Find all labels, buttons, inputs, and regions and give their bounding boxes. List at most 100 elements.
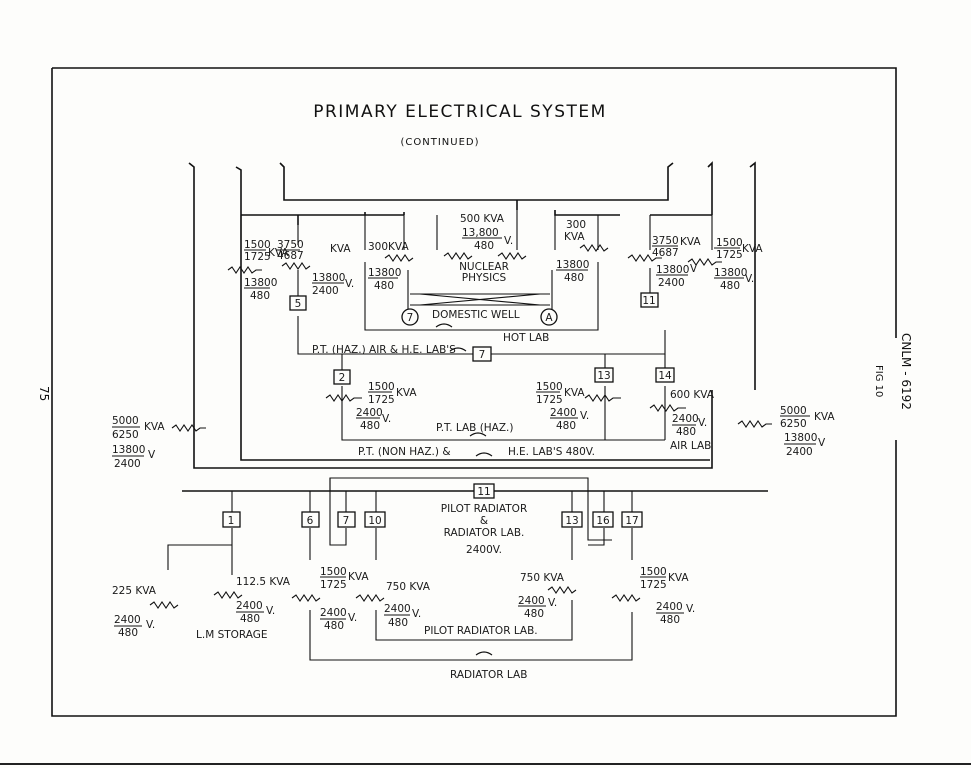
label: 480 [388, 617, 408, 629]
label: 1500 [320, 566, 347, 578]
label: 480 [374, 280, 394, 292]
label: PHYSICS [462, 272, 507, 284]
label: H.E. LAB'S 480V. [508, 446, 595, 458]
feeder-box-label: 13 [565, 515, 578, 527]
label: 480 [660, 614, 680, 626]
label: RADIATOR LAB [450, 669, 527, 681]
upper-bus [240, 200, 713, 250]
label: P.T. (HAZ.) AIR & H.E. LAB'S [312, 344, 456, 356]
label: 1500 [536, 381, 563, 393]
label: KVA [564, 231, 585, 243]
label: 2400 [658, 277, 685, 289]
label: 480 [556, 420, 576, 432]
label: 3750 [277, 239, 304, 251]
feeder-box-label: 17 [625, 515, 638, 527]
label: V. [548, 597, 557, 609]
label: KVA [348, 571, 369, 583]
feeder-box [640, 292, 659, 308]
label: 13800 [784, 432, 817, 444]
label: 750 KVA [386, 581, 431, 593]
label: KVA [144, 421, 165, 433]
label: V [148, 449, 156, 461]
label: RADIATOR LAB. [444, 527, 525, 539]
label: 4687 [277, 250, 304, 262]
label: 480 [324, 620, 344, 632]
label: KVA [680, 236, 701, 248]
label: 2400 [518, 595, 545, 607]
label: 750 KVA [520, 572, 565, 584]
feeder-box [655, 367, 675, 383]
label: 480 [720, 280, 740, 292]
feeder-box-label: 7 [343, 515, 350, 527]
page-subtitle: (CONTINUED) [400, 137, 479, 148]
document-number: CNLM - 6192 [899, 333, 913, 410]
label: 13800 [312, 272, 345, 284]
label: 1725 [244, 251, 271, 263]
label: PILOT RADIATOR LAB. [424, 625, 538, 637]
label: 6250 [112, 429, 139, 441]
feeder-box [473, 483, 495, 499]
label: V. [745, 273, 754, 285]
label: V. [580, 410, 589, 422]
feeder-box [621, 511, 643, 528]
feeder-box-list: 5 11 7 2 13 14 11 1 6 7 10 13 16 17 [222, 292, 675, 528]
label: V. [348, 612, 357, 624]
label: V [818, 437, 826, 449]
feeder-box-label: 6 [307, 515, 314, 527]
feeder-box [333, 369, 351, 385]
label: L.M STORAGE [196, 629, 268, 641]
figure-label: FIG 10 [873, 365, 884, 397]
label: 2400 [114, 614, 141, 626]
label: P.T. (NON HAZ.) & [358, 446, 451, 458]
label: 300KVA [368, 241, 409, 253]
label: V. [345, 278, 354, 290]
label: 1500 [716, 237, 743, 249]
feeder-box [594, 367, 614, 383]
label: 13800 [368, 267, 401, 279]
feeder-box-label: 5 [295, 298, 302, 310]
feeder-box [472, 346, 492, 362]
feeder-box-label: 16 [596, 515, 610, 527]
label: KVA [564, 387, 585, 399]
label: V. [412, 608, 421, 620]
frame-top-right [52, 67, 897, 338]
label: 600 KVA [670, 389, 715, 401]
label: 480 [240, 613, 260, 625]
label: 6250 [780, 418, 807, 430]
feeder-box-label: 11 [477, 486, 490, 498]
feeder-box-label: 13 [597, 370, 610, 382]
label: 2400 [312, 285, 339, 297]
page-number: 75 [37, 386, 51, 401]
label: 2400 [320, 607, 347, 619]
label: KVA [268, 247, 289, 259]
label: 2400 [384, 603, 411, 615]
lower-section [149, 323, 641, 661]
label: KVA [396, 387, 417, 399]
label: 4687 [652, 247, 679, 259]
label: KVA [814, 411, 835, 423]
feeder-box [289, 295, 307, 311]
feeder-box-label: 1 [228, 515, 235, 527]
label: 1725 [368, 394, 395, 406]
label: AIR LAB [670, 440, 711, 452]
feeder-box [592, 511, 614, 528]
label: V. [382, 413, 391, 425]
label: 13800 [112, 444, 145, 456]
circle-markers: 7 A [401, 308, 558, 326]
label: 3750 [652, 235, 679, 247]
label: 5000 [780, 405, 807, 417]
feeder-box [222, 511, 241, 528]
label: 2400 [672, 413, 699, 425]
label: P.T. LAB (HAZ.) [436, 422, 514, 434]
label: KVA [330, 243, 351, 255]
label: DOMESTIC WELL [432, 309, 520, 321]
label: 2400 [114, 458, 141, 470]
label: KVA [668, 572, 689, 584]
label: 13800 [714, 267, 747, 279]
label: & [480, 515, 488, 527]
label: 480 [360, 420, 380, 432]
circle-marker-label: 7 [407, 312, 414, 324]
feeder-box [337, 511, 356, 528]
feeder-box-label: 10 [368, 515, 381, 527]
